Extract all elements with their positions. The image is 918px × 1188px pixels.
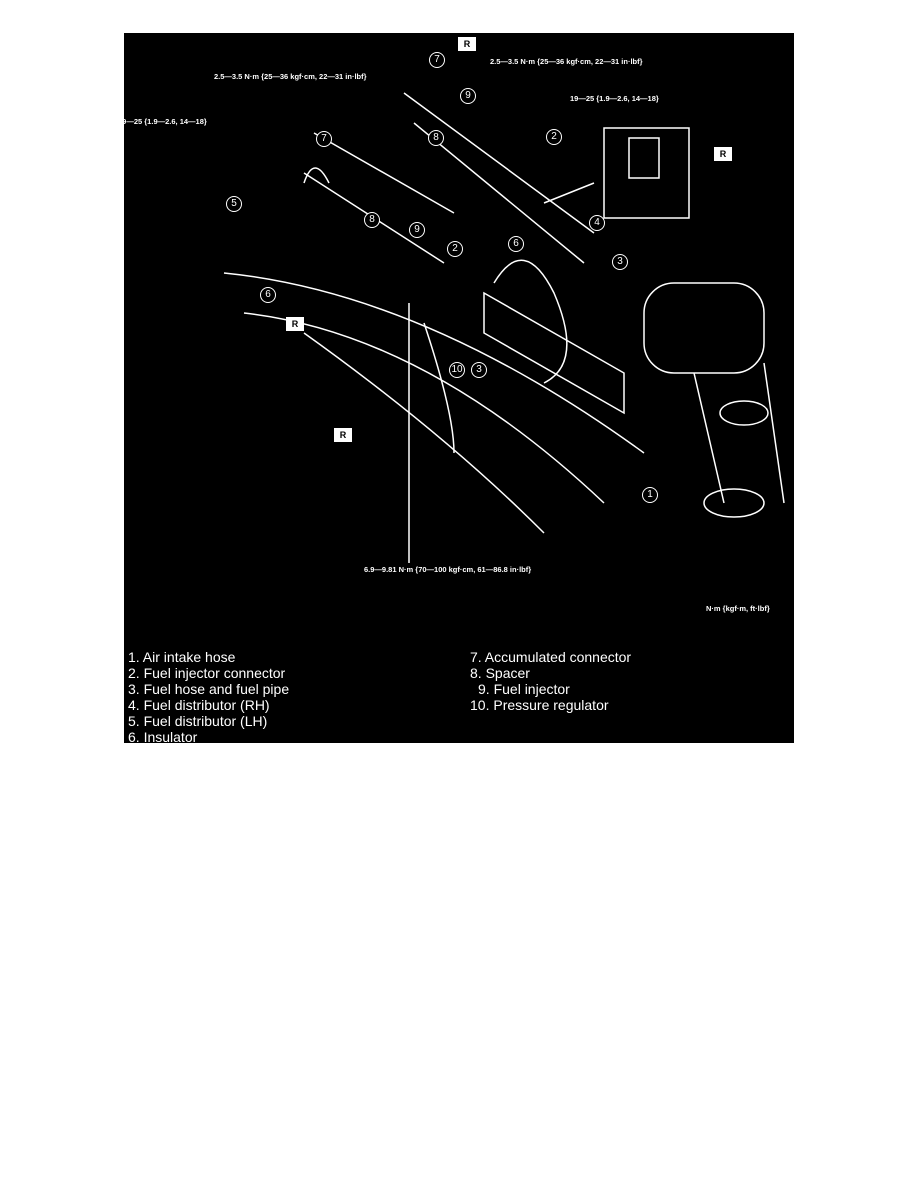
callout-number: 4 (589, 215, 605, 231)
legend-item: 9. Fuel injector (478, 681, 570, 697)
callout-number: 6 (260, 287, 276, 303)
callout-number: 6 (508, 236, 524, 252)
legend-item: 7. Accumulated connector (470, 649, 632, 665)
legend-left: 1. Air intake hose 2. Fuel injector conn… (128, 649, 289, 743)
callout-number: 2 (546, 129, 562, 145)
callout-number: 3 (471, 362, 487, 378)
torque-spec-bottom: 6.9—9.81 N·m {70—100 kgf·cm, 61—86.8 in·… (364, 565, 532, 574)
replace-part-mark: R (286, 317, 304, 331)
legend-right: 7. Accumulated connector 8. Spacer 9. Fu… (470, 649, 631, 713)
legend-item: 5. Fuel distributor (LH) (128, 713, 268, 729)
callout-number: 10 (449, 362, 465, 378)
legend-item: 3. Fuel hose and fuel pipe (128, 681, 290, 697)
callout-number: 1 (642, 487, 658, 503)
legend-item: 4. Fuel distributor (RH) (128, 697, 270, 713)
legend-item: 8. Spacer (470, 665, 530, 681)
torque-spec-left: 19—25 {1.9—2.6, 14—18} (124, 117, 207, 126)
replace-part-mark: R (714, 147, 732, 161)
callout-number: 9 (409, 222, 425, 238)
replace-part-mark: R (458, 37, 476, 51)
legend-item: 10. Pressure regulator (470, 697, 609, 713)
torque-spec-right: 19—25 {1.9—2.6, 14—18} (570, 94, 659, 103)
callout-number: 3 (612, 254, 628, 270)
engine-drawing (223, 92, 785, 563)
legend-item: 2. Fuel injector connector (128, 665, 286, 681)
exploded-diagram: 2.5—3.5 N·m {25—36 kgf·cm, 22—31 in·lbf}… (124, 33, 794, 743)
torque-spec-upper-left: 2.5—3.5 N·m {25—36 kgf·cm, 22—31 in·lbf} (214, 72, 367, 81)
callout-number: 7 (429, 52, 445, 68)
legend-item: 6. Insulator (128, 729, 198, 743)
callout-number: 7 (316, 131, 332, 147)
torque-spec-upper-right: 2.5—3.5 N·m {25—36 kgf·cm, 22—31 in·lbf} (490, 57, 643, 66)
callout-number: 9 (460, 88, 476, 104)
callout-number: 8 (364, 212, 380, 228)
callout-number: 5 (226, 196, 242, 212)
units-note: N·m {kgf·m, ft·lbf} (706, 604, 770, 613)
replace-part-mark: R (334, 428, 352, 442)
callout-number: 8 (428, 130, 444, 146)
legend-item: 1. Air intake hose (128, 649, 236, 665)
callout-number: 2 (447, 241, 463, 257)
